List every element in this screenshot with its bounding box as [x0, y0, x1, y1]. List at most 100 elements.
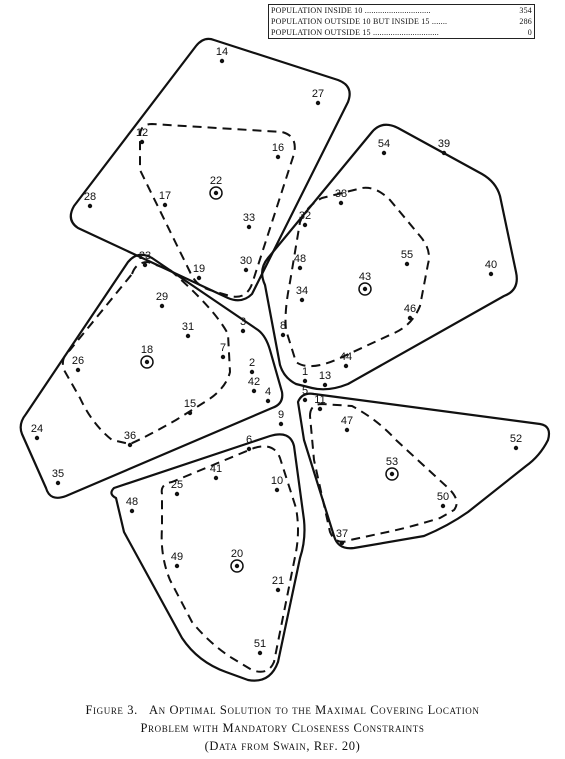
demand-node-48: 48	[294, 253, 306, 271]
coverage-boundary-22	[139, 123, 296, 298]
node-label: 7	[220, 342, 226, 354]
demand-node-48: 48	[126, 496, 138, 514]
demand-nodes: 14 27 12 16 22 1 7 28 33 30 19 54 39 38 32 48 4 35 5 40 3 44 6…	[31, 46, 522, 656]
node-point	[174, 491, 180, 497]
demand-node-42: 42	[248, 376, 260, 394]
node-label: 12	[136, 127, 148, 139]
node-point	[302, 397, 308, 403]
node-label: 33	[243, 212, 255, 224]
figure-number: Figure 3.	[85, 703, 138, 717]
node-point	[302, 222, 308, 228]
node-point	[297, 265, 303, 271]
node-label: 6	[246, 434, 252, 446]
coverage-diagram: 14 27 12 16 22 1 7 28 33 30 19 54 39 38 32 48 4 35 5 40 3 44 6…	[19, 37, 551, 682]
node-point	[55, 480, 61, 486]
node-point	[75, 367, 81, 373]
node-label: 22	[210, 175, 222, 187]
demand-node-33: 33	[243, 212, 255, 230]
coverage-boundary-43	[284, 186, 430, 368]
demand-node-55: 55	[401, 249, 413, 267]
legend-label: POPULATION INSIDE 10 ...................…	[271, 6, 431, 15]
node-label: 18	[141, 344, 153, 356]
node-point	[338, 200, 344, 206]
node-point	[129, 508, 135, 514]
demand-node-10: 10	[271, 475, 283, 493]
legend-row-inside-10: POPULATION INSIDE 10 ...................…	[269, 5, 534, 16]
facility-ring	[385, 467, 399, 481]
node-label: 19	[193, 263, 205, 275]
facility-node-53: 53	[385, 456, 399, 481]
node-label: 49	[171, 551, 183, 563]
node-point	[280, 332, 286, 338]
demand-node-27: 27	[312, 88, 324, 106]
demand-node-31: 31	[182, 321, 194, 339]
demand-node-24: 24	[31, 423, 43, 441]
node-point	[440, 503, 446, 509]
demand-node-19: 19	[193, 263, 205, 281]
demand-node-21: 21	[272, 575, 284, 593]
node-point	[299, 297, 305, 303]
coverage-boundary-20	[160, 445, 299, 673]
legend-value: 0	[527, 28, 532, 37]
region-boundary-53	[296, 392, 551, 550]
demand-node-23: 23	[139, 250, 151, 268]
node-point	[187, 410, 193, 416]
node-point	[162, 202, 168, 208]
node-label: 51	[254, 638, 266, 650]
demand-node-32: 32	[299, 210, 311, 228]
node-point	[362, 286, 368, 292]
node-label: 38	[335, 188, 347, 200]
node-label: 47	[341, 415, 353, 427]
node-label: 44	[340, 351, 352, 363]
node-label: 5	[302, 385, 308, 397]
population-legend: POPULATION INSIDE 10 ...................…	[268, 4, 535, 39]
demand-node-4: 4	[265, 386, 271, 404]
node-point	[174, 563, 180, 569]
node-point	[389, 471, 395, 477]
node-label: 23	[139, 250, 151, 262]
demand-node-50: 50	[437, 491, 449, 509]
node-point	[404, 261, 410, 267]
node-point	[302, 378, 308, 384]
node-label: 53	[386, 456, 398, 468]
figure-title-part-1: An Optimal Solution to the Maximal Cover…	[149, 703, 480, 717]
demand-node-39: 39	[438, 138, 450, 156]
demand-node-52: 52	[510, 433, 522, 451]
node-label: 16	[272, 142, 284, 154]
node-label: 55	[401, 249, 413, 261]
demand-node-28: 28	[84, 191, 96, 209]
demand-node-25: 25	[171, 479, 183, 497]
legend-row-10-to-15: POPULATION OUTSIDE 10 BUT INSIDE 15 ....…	[269, 16, 534, 27]
node-label: 26	[72, 355, 84, 367]
node-label: 35	[52, 468, 64, 480]
node-label: 54	[378, 138, 390, 150]
node-label: 11	[314, 394, 325, 406]
node-point	[196, 275, 202, 281]
node-point	[127, 442, 133, 448]
demand-node-1: 1	[302, 366, 308, 384]
node-point	[249, 369, 255, 375]
node-label: 50	[437, 491, 449, 503]
demand-node-9: 9	[278, 409, 284, 427]
node-label: 37	[336, 528, 348, 540]
legend-row-outside-15: POPULATION OUTSIDE 15 ..................…	[269, 27, 534, 38]
facility-ring	[140, 355, 154, 369]
facility-ring	[358, 282, 372, 296]
node-label: 34	[296, 285, 308, 297]
demand-node-8: 8	[280, 320, 286, 338]
demand-node-40: 40	[485, 259, 497, 277]
node-label: 32	[299, 210, 311, 222]
node-label: 15	[184, 398, 196, 410]
node-point	[240, 328, 246, 334]
demand-node-30: 30	[240, 255, 252, 273]
node-label: 52	[510, 433, 522, 445]
demand-node-14: 14	[216, 46, 228, 64]
demand-node-16: 16	[272, 142, 284, 160]
node-label: 41	[210, 463, 222, 475]
node-point	[246, 446, 252, 452]
demand-node-38: 38	[335, 188, 347, 206]
node-label: 9	[278, 409, 284, 421]
demand-node-3: 3	[240, 316, 246, 334]
node-point	[251, 388, 257, 394]
demand-node-13: 13	[319, 370, 331, 388]
